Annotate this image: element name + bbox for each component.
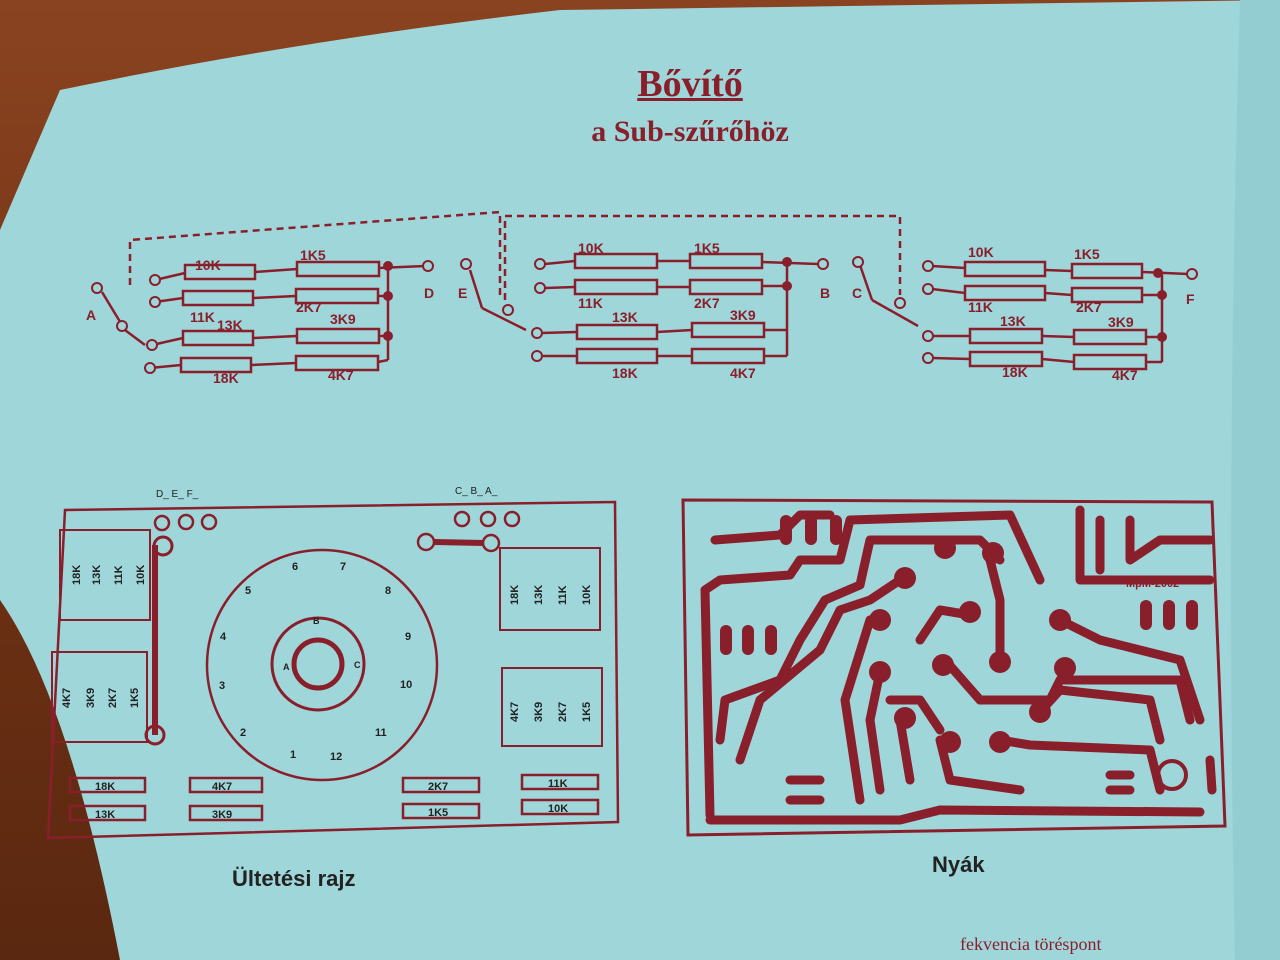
- resistor-label: 11K: [578, 295, 603, 311]
- switch-pole: B: [313, 616, 320, 626]
- component-label: 3K9: [533, 702, 545, 722]
- component-label: 3K9: [85, 688, 97, 708]
- switch-position: 8: [385, 585, 391, 597]
- switch-position: 7: [340, 561, 346, 573]
- component-label: 2K7: [557, 702, 569, 722]
- footer-fragment: fekvencia töréspont: [960, 934, 1102, 954]
- component-label: 13K: [95, 809, 115, 821]
- component-label: 18K: [509, 585, 521, 605]
- resistor-label: 4K7: [1112, 367, 1138, 383]
- terminal-label-f: F: [1186, 291, 1195, 307]
- terminal-label-b: B: [820, 285, 830, 301]
- terminal-label-c: C: [852, 285, 862, 301]
- component-label: 18K: [71, 565, 83, 585]
- component-label: 10K: [581, 585, 593, 605]
- component-label: 11K: [113, 565, 125, 585]
- page-title: Bővítő: [637, 63, 743, 105]
- resistor-label: 10K: [968, 244, 994, 260]
- pcb-marking: MpM-2002: [1126, 578, 1179, 590]
- resistor-label: 18K: [1002, 364, 1028, 380]
- switch-position: 4: [220, 631, 227, 643]
- component-label: 11K: [557, 585, 569, 605]
- switch-position: 9: [405, 631, 411, 643]
- resistor-label: 2K7: [296, 299, 322, 315]
- component-label: 13K: [533, 585, 545, 605]
- component-label: 4K7: [509, 702, 521, 722]
- component-label: 3K9: [212, 809, 232, 821]
- switch-position: 1: [290, 749, 296, 761]
- resistor-label: 2K7: [1076, 299, 1102, 315]
- switch-position: 5: [245, 585, 251, 597]
- resistor-label: 10K: [578, 240, 604, 256]
- component-label: 10K: [548, 803, 568, 815]
- layout-caption: Ültetési rajz: [232, 866, 356, 891]
- switch-pole: C: [354, 660, 361, 670]
- pad-labels-right: C_ B_ A_: [455, 486, 498, 497]
- switch-position: 3: [219, 680, 225, 692]
- component-label: 1K5: [581, 702, 593, 722]
- component-label: 11K: [548, 778, 568, 790]
- resistor-label: 3K9: [730, 307, 756, 323]
- component-label: 10K: [135, 565, 147, 585]
- pcb-caption: Nyák: [932, 852, 985, 877]
- resistor-label: 4K7: [730, 365, 756, 381]
- switch-position: 12: [330, 751, 342, 763]
- resistor-label: 1K5: [694, 240, 720, 256]
- component-label: 4K7: [212, 781, 232, 793]
- switch-pole: A: [283, 662, 290, 672]
- terminal-label-d: D: [424, 285, 434, 301]
- schematic-group-2: [468, 252, 819, 365]
- component-label: 18K: [95, 781, 115, 793]
- resistor-label: 4K7: [328, 367, 354, 383]
- resistor-label: 13K: [217, 317, 243, 333]
- component-label: 1K5: [129, 688, 141, 708]
- resistor-label: 3K9: [1108, 314, 1134, 330]
- resistor-label: 1K5: [1074, 246, 1100, 262]
- switch-position: 10: [400, 679, 412, 691]
- resistor-label: 13K: [612, 309, 638, 325]
- resistor-label: 11K: [968, 299, 993, 315]
- resistor-label: 1K5: [300, 247, 326, 263]
- resistor-label: 10K: [195, 257, 221, 273]
- resistor-label: 11K: [190, 309, 215, 325]
- resistor-label: 2K7: [694, 295, 720, 311]
- component-label: 1K5: [428, 807, 448, 819]
- terminal-label-e: E: [458, 285, 467, 301]
- component-label: 2K7: [428, 781, 448, 793]
- pad-labels-left: D_ E_ F_: [156, 489, 199, 500]
- resistor-label: 13K: [1000, 313, 1026, 329]
- terminal-label-a: A: [86, 307, 96, 323]
- resistor-label: 18K: [213, 370, 239, 386]
- switch-position: 6: [292, 561, 298, 573]
- switch-position: 11: [375, 727, 387, 739]
- resistor-label: 18K: [612, 365, 638, 381]
- component-label: 4K7: [61, 688, 73, 708]
- schematic-group-3: [858, 260, 1189, 371]
- component-label: 2K7: [107, 688, 119, 708]
- resistor-label: 3K9: [330, 311, 356, 327]
- switch-position: 2: [240, 727, 246, 739]
- page-subtitle: a Sub-szűrőhöz: [591, 115, 789, 148]
- component-label: 13K: [91, 565, 103, 585]
